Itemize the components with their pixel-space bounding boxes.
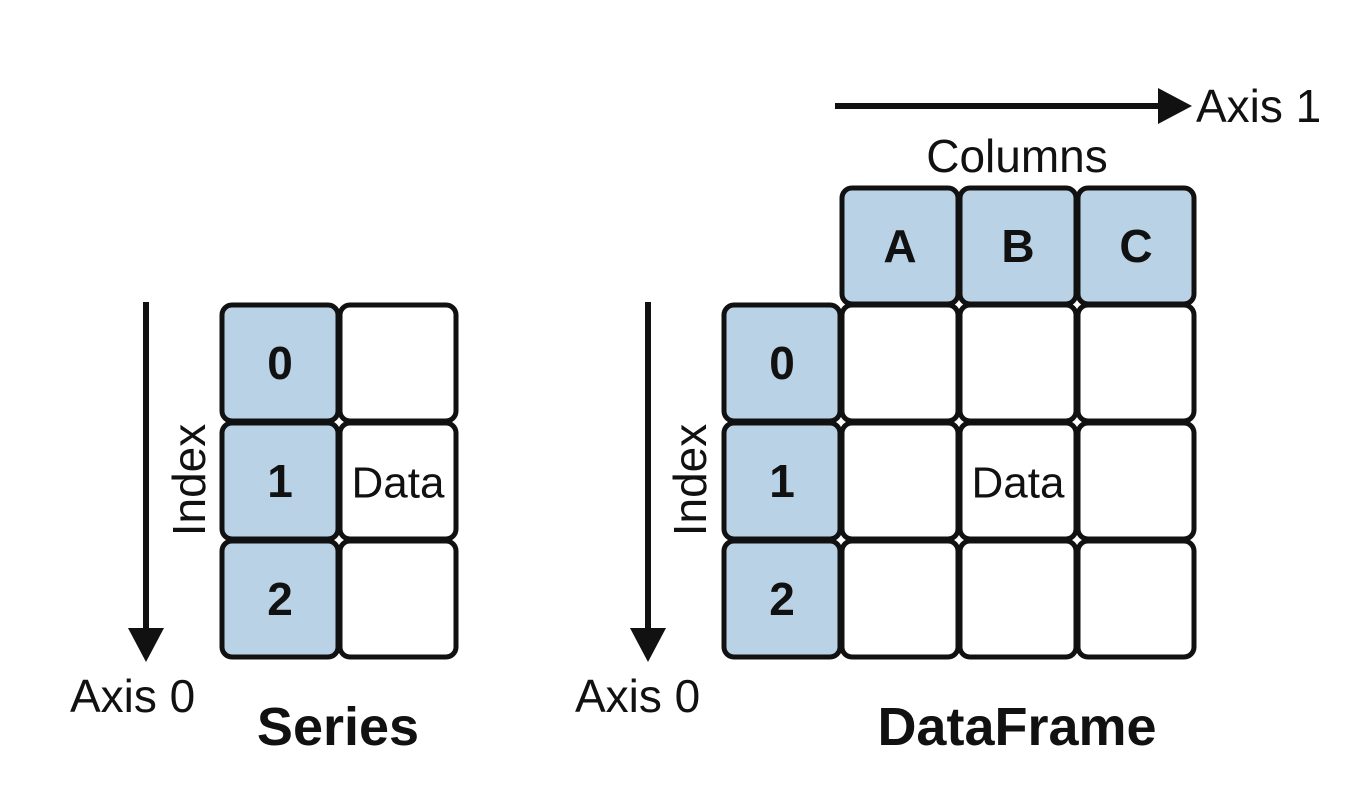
dataframe-data-cell-0-2 <box>1075 302 1197 424</box>
dataframe-axis0-arrowhead <box>630 628 666 662</box>
dataframe-axis0-label: Axis 0 <box>575 670 700 722</box>
dataframe-data-cell-2-2 <box>1075 538 1197 660</box>
dataframe-diagram: Axis 1 Columns A B C Index 0 1 2 Data <box>575 80 1321 757</box>
series-axis0-arrowhead <box>128 628 164 662</box>
series-diagram: Index 0 1 2 Data Axis 0 Series <box>70 302 459 757</box>
dataframe-data-cell-2-0 <box>839 538 961 660</box>
dataframe-data-cell-0-1 <box>957 302 1079 424</box>
dataframe-column-value-c: C <box>1119 220 1152 272</box>
series-data-cell-2 <box>337 538 459 660</box>
dataframe-title: DataFrame <box>877 697 1156 757</box>
series-index-label: Index <box>163 424 215 537</box>
dataframe-column-value-a: A <box>883 220 916 272</box>
dataframe-index-value-1: 1 <box>769 455 795 507</box>
dataframe-column-value-b: B <box>1001 220 1034 272</box>
dataframe-columns-label: Columns <box>926 130 1108 182</box>
dataframe-data-cell-0-0 <box>839 302 961 424</box>
series-data-cell-0 <box>337 302 459 424</box>
dataframe-data-cell-2-1 <box>957 538 1079 660</box>
series-index-value-1: 1 <box>267 455 293 507</box>
series-title: Series <box>257 697 419 757</box>
dataframe-data-cell-1-0 <box>839 420 961 542</box>
series-axis0-label: Axis 0 <box>70 670 195 722</box>
dataframe-index-value-0: 0 <box>769 337 795 389</box>
dataframe-data-cell-1-2 <box>1075 420 1197 542</box>
series-index-value-0: 0 <box>267 337 293 389</box>
dataframe-axis1-arrowhead <box>1158 88 1192 124</box>
series-data-label: Data <box>352 459 445 508</box>
dataframe-data-label: Data <box>972 459 1065 508</box>
series-index-value-2: 2 <box>267 573 293 625</box>
dataframe-index-value-2: 2 <box>769 573 795 625</box>
dataframe-index-label: Index <box>664 424 716 537</box>
dataframe-axis1-label: Axis 1 <box>1196 80 1321 132</box>
